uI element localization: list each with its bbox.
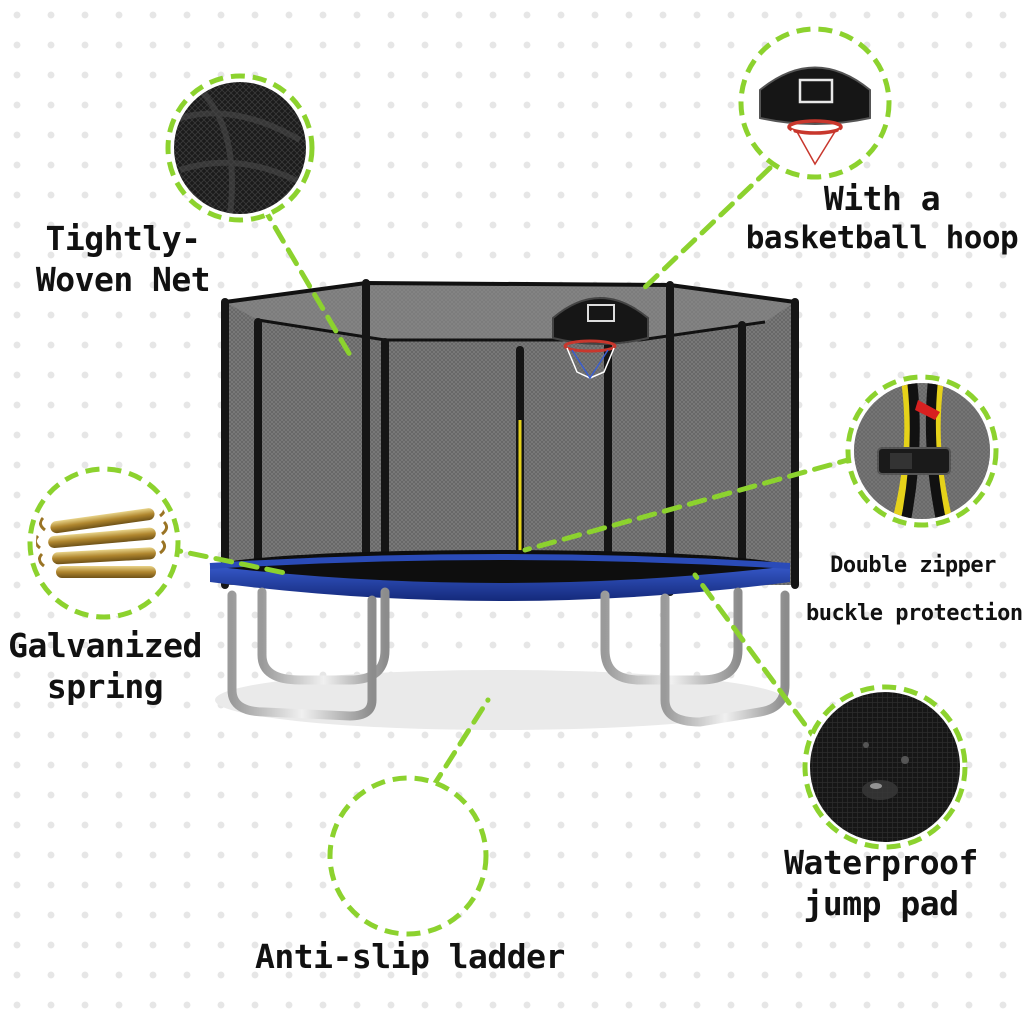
callout-connector-lines — [162, 165, 858, 791]
net-basketball-hoop — [552, 297, 649, 380]
spring-feature-label: Galvanized spring — [5, 625, 205, 708]
pad-feature-label: Waterproof jump pad — [768, 842, 994, 925]
pad-label-line1: Waterproof — [784, 843, 978, 882]
hoop-label-line2: basketball hoop — [745, 220, 1019, 257]
trampoline-frame-pad — [209, 550, 791, 601]
trampoline-legs — [227, 587, 790, 727]
spring-label-line1: Galvanized — [8, 626, 202, 665]
ladder-label-line1: Anti-slip ladder — [255, 937, 565, 976]
zipper-feature-label: Double zipper buckle protection — [806, 542, 1023, 639]
net-label-line1: Tightly- — [45, 219, 201, 258]
spring-detail-callout — [27, 466, 181, 620]
ladder-feature-label: Anti-slip ladder — [255, 936, 565, 977]
ladder-detail-callout — [327, 775, 489, 937]
pad-label-line2: jump pad — [803, 884, 959, 924]
zipper-label-line1: Double zipper — [830, 553, 996, 578]
net-feature-label: Tightly- Woven Net — [18, 218, 228, 301]
net-detail-callout — [165, 73, 315, 223]
hoop-feature-label: With a basketball hoop — [740, 178, 1024, 258]
pad-detail-callout — [802, 684, 968, 850]
net-label-line2: Woven Net — [35, 260, 211, 300]
spring-label-line2: spring — [46, 667, 164, 707]
zipper-label-line2: buckle protection — [806, 601, 1023, 627]
hoop-label-line1: With a — [823, 179, 941, 218]
trampoline-poles — [221, 279, 799, 596]
zipper-detail-callout — [845, 374, 999, 528]
hoop-detail-callout — [738, 26, 892, 180]
trampoline-net-enclosure — [224, 280, 796, 585]
